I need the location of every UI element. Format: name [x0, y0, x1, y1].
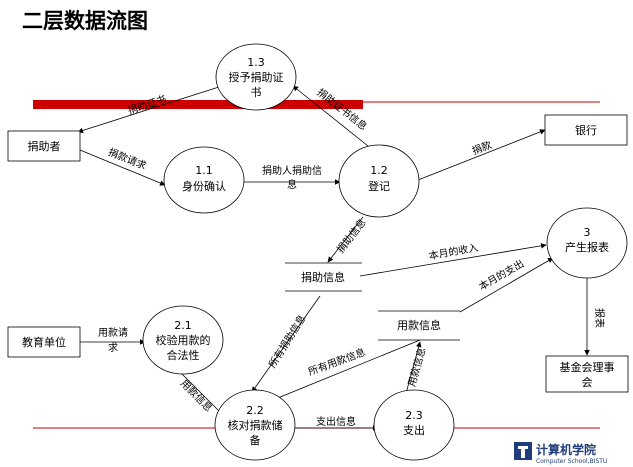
process-3	[546, 207, 628, 279]
entity-bank	[544, 114, 628, 146]
flow-fund-info-up	[404, 341, 422, 398]
entity-education-unit-label: 教育单位	[22, 335, 66, 349]
process-1-1-id: 1.1	[195, 164, 213, 177]
process-1-2-id: 1.2	[370, 164, 388, 177]
process-2-2-id: 2.2	[246, 404, 264, 417]
process-2-1-name-1: 校验用款的	[156, 333, 211, 347]
flow-label-monthly-income: 本月的收入	[428, 241, 479, 262]
entity-bank-label: 银行	[575, 123, 597, 137]
process-1-1	[163, 146, 245, 214]
process-2-2	[214, 389, 296, 461]
flow-monthly-expense	[459, 257, 554, 313]
flow-all-fund-info	[267, 339, 421, 403]
flow-label-certificate-top: 捐助证书	[126, 92, 168, 117]
flow-label-fund-info-up: 用款信息	[405, 346, 429, 388]
process-2-2-name-2: 备	[250, 433, 261, 447]
flow-label-donation-request: 捐款请求	[106, 145, 148, 172]
process-1-1-name: 身份确认	[182, 179, 226, 193]
flow-certificate-info	[292, 85, 369, 147]
entity-fund-council	[545, 355, 629, 393]
school-logo: 计算机学院 Computer School,BISTU	[514, 442, 607, 465]
process-3-name: 产生报表	[565, 240, 609, 254]
process-1-2-name: 登记	[368, 179, 390, 193]
flow-certificate-to-donor	[77, 85, 223, 134]
school-logo-en: Computer School,BISTU	[536, 458, 607, 465]
flow-donation-info-to-store	[327, 216, 364, 263]
flow-donation-to-bank	[417, 129, 546, 181]
process-2-3	[373, 389, 455, 461]
process-1-2	[338, 144, 420, 218]
flow-donation-request	[79, 149, 166, 186]
flow-label-all-fund-info: 所有用款信息	[306, 345, 367, 378]
flow-label-fund-request-2: 求	[108, 342, 118, 354]
process-1-3	[215, 43, 297, 111]
process-1-3-id: 1.3	[247, 56, 265, 69]
flow-label-report: 报表	[593, 308, 606, 328]
process-2-2-name-1: 核对捐款储	[228, 418, 283, 432]
flow-label-donation: 捐款	[470, 138, 493, 157]
flow-monthly-income	[359, 243, 547, 277]
store-donation-label: 捐助信息	[301, 270, 345, 284]
process-2-3-id: 2.3	[405, 409, 423, 422]
entity-education-unit	[7, 326, 81, 358]
flow-all-donation-info	[251, 295, 321, 393]
process-1-3-name-1: 授予捐助证	[229, 70, 284, 84]
entity-donor-label: 捐助者	[28, 139, 61, 153]
flow-label-fund-request-1: 用款请	[98, 326, 128, 339]
process-3-id: 3	[584, 226, 591, 239]
store-fund-label: 用款信息	[397, 318, 441, 332]
process-2-1	[142, 305, 224, 375]
entity-fund-council-label-2: 会	[582, 376, 593, 389]
flow-label-donor-info-2: 息	[287, 178, 297, 191]
process-2-1-id: 2.1	[174, 319, 192, 332]
process-1-3-name-2: 书	[251, 86, 262, 99]
red-bar-thick	[33, 100, 363, 109]
entity-donor	[7, 130, 81, 162]
process-2-3-name: 支出	[403, 423, 425, 437]
entity-fund-council-label-1: 基金会理事	[560, 360, 615, 374]
flow-label-fund-info-down: 用款信息	[178, 377, 215, 414]
flow-label-all-donation-info: 所有捐助信息	[266, 312, 309, 370]
flow-label-donor-info-1: 捐助人捐助信	[262, 164, 322, 177]
flow-label-donation-info-down: 捐助信息	[334, 216, 369, 256]
school-logo-cn: 计算机学院	[536, 442, 596, 457]
flow-label-expense-info: 支出信息	[316, 415, 356, 428]
process-2-1-name-2: 合法性	[167, 348, 200, 362]
page-title: 二层数据流图	[22, 9, 148, 33]
